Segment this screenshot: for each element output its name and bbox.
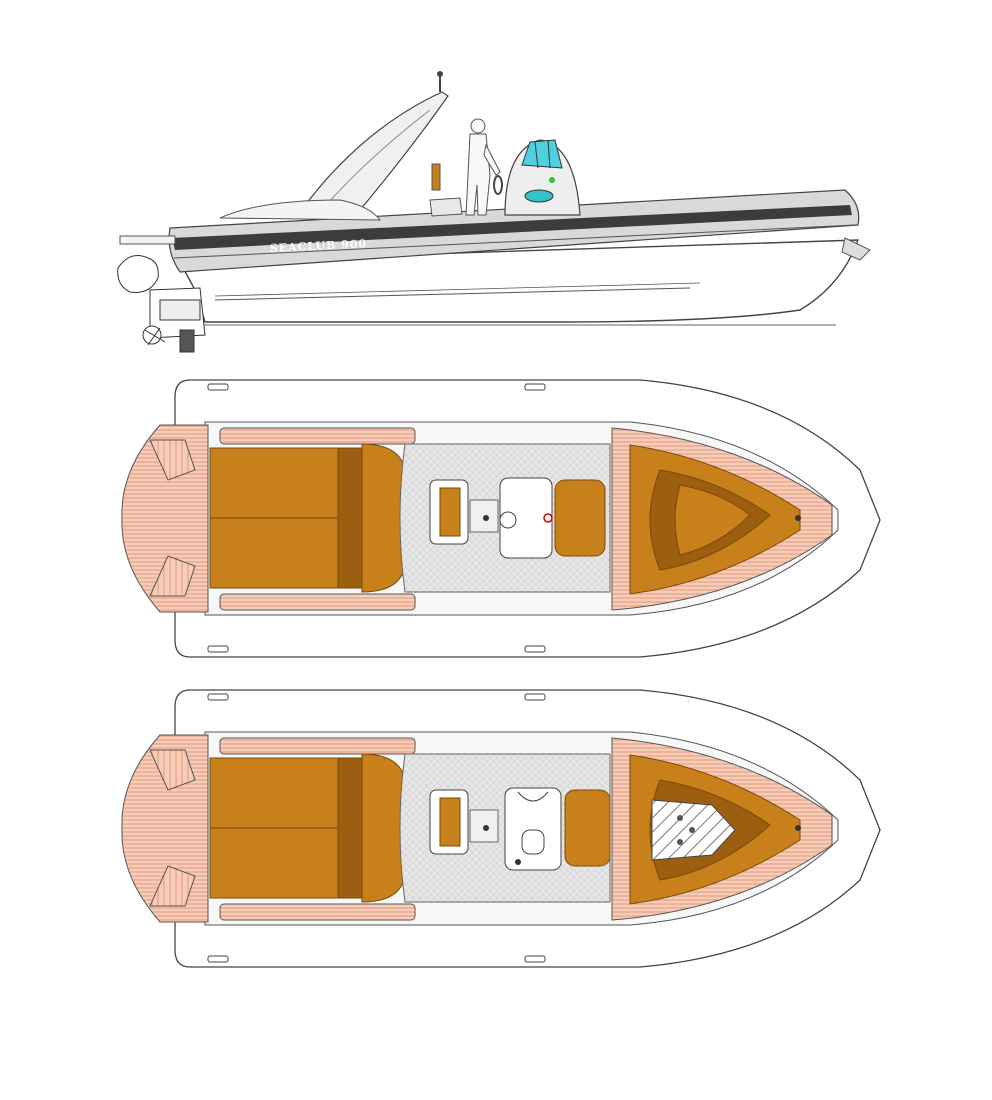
hull-label: SEACLUB 900: [270, 237, 368, 255]
tube-stripe: [172, 205, 852, 250]
windscreen: [521, 139, 563, 169]
console-with-head: [504, 787, 562, 871]
console-seat-cushion: [524, 189, 554, 203]
deck-plan-open: [121, 379, 881, 658]
driver-figure: [465, 118, 501, 216]
deck-plan-with-sunbed-hatch: [121, 689, 881, 968]
outboard-engine: [117, 255, 206, 353]
t-top-arch: [298, 91, 449, 213]
side-profile-view: SEACLUB 900: [117, 71, 871, 353]
